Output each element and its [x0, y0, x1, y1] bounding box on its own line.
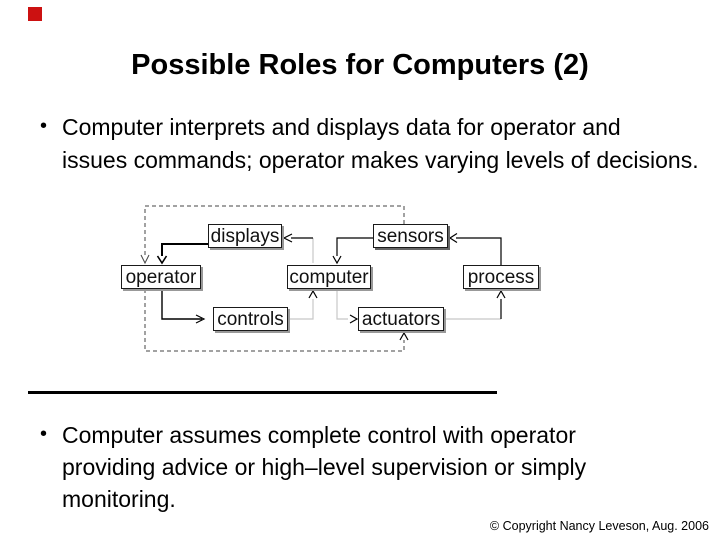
slide-title: Possible Roles for Computers (2) — [131, 49, 589, 81]
diagram-box-controls: controls — [213, 307, 288, 331]
diagram-box-actuators: actuators — [358, 307, 444, 331]
diagram-box-sensors: sensors — [373, 224, 448, 248]
line-computer-to-actuators — [336, 289, 348, 320]
bullet-item-2: • Computer assumes complete control with… — [40, 419, 587, 515]
bullet-line: providing advice or high–level supervisi… — [62, 454, 587, 480]
bullet-line: Computer interprets and displays data fo… — [62, 114, 621, 140]
arrow-into-operator-top — [156, 255, 168, 265]
diagram-box-displays: displays — [208, 224, 282, 248]
arrow-into-controls — [195, 314, 206, 324]
arrow-into-computer-top — [332, 255, 342, 265]
diagram-box-process: process — [463, 265, 539, 289]
diagram-box-label: computer — [289, 266, 369, 288]
bullet-line: monitoring. — [62, 486, 176, 512]
arrow-into-actuators-bottom — [399, 331, 409, 341]
dashed-arrow-into-operator — [140, 254, 150, 265]
red-square-decoration — [28, 7, 42, 21]
line-process-to-sensors — [456, 237, 502, 265]
bullet-line: issues commands; operator makes varying … — [62, 147, 699, 173]
arrow-into-process-bottom — [496, 289, 506, 299]
arrow-into-computer-bottom — [308, 289, 318, 299]
separator-line — [28, 391, 497, 394]
arrow-into-sensors — [448, 232, 458, 244]
diagram-box-label: controls — [217, 308, 284, 330]
diagram-box-label: actuators — [361, 308, 441, 330]
diagram-box-label: operator — [125, 266, 197, 288]
line-sensors-to-computer — [336, 237, 373, 256]
dashed-path-bottom — [144, 289, 405, 352]
diagram-box-label: process — [467, 266, 535, 288]
diagram-box-label: displays — [210, 225, 280, 247]
line-operator-to-controls — [161, 289, 202, 320]
arrow-into-actuators — [349, 314, 359, 324]
copyright-text: © Copyright Nancy Leveson, Aug. 2006 — [489, 519, 709, 533]
bullet-line: Computer assumes complete control with o… — [62, 422, 576, 448]
arrow-into-displays — [282, 233, 293, 243]
dashed-path-top — [144, 205, 405, 255]
bullet-marker: • — [40, 423, 48, 445]
diagram-box-operator: operator — [121, 265, 201, 289]
line-controls-to-computer — [288, 299, 314, 320]
line-displays-to-operator — [161, 243, 208, 256]
bullet-item-1: • Computer interprets and displays data … — [40, 111, 699, 177]
bullet-marker: • — [40, 115, 48, 137]
diagram-box-computer: computer — [287, 265, 371, 289]
diagram-box-label: sensors — [377, 225, 444, 247]
